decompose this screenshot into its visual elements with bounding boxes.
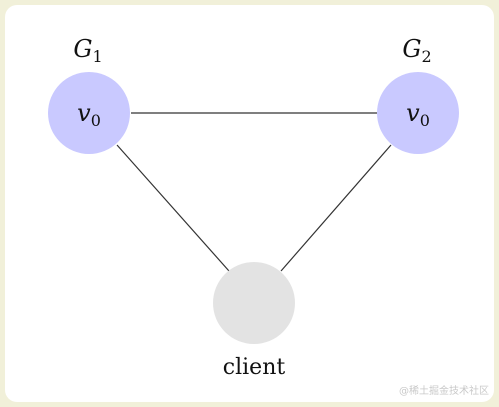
- node-g2: v0 G2: [377, 35, 459, 154]
- node-g1-circle: [48, 72, 130, 154]
- edge-g1-client: [116, 144, 230, 272]
- node-g2-label: v0: [406, 99, 430, 130]
- node-g2-circle: [377, 72, 459, 154]
- node-g2-title-sub: 2: [421, 47, 431, 66]
- node-g2-title-base: G: [402, 35, 421, 63]
- node-g1-title: G1: [73, 35, 102, 66]
- node-g1-title-sub: 1: [92, 47, 102, 66]
- node-g2-label-base: v: [406, 99, 420, 127]
- edge-g2-client: [280, 144, 392, 272]
- node-g2-label-sub: 0: [420, 111, 430, 130]
- node-g1-label-base: v: [77, 99, 91, 127]
- node-client-circle: [213, 262, 295, 344]
- node-client: client: [213, 262, 295, 380]
- node-client-label: client: [223, 355, 286, 380]
- node-g1-label-sub: 0: [91, 111, 101, 130]
- node-g2-title: G2: [402, 35, 431, 66]
- node-g1-title-base: G: [73, 35, 92, 63]
- node-g1-label: v0: [77, 99, 101, 130]
- watermark: @稀土掘金技术社区: [399, 386, 489, 397]
- node-g1: v0 G1: [48, 35, 130, 154]
